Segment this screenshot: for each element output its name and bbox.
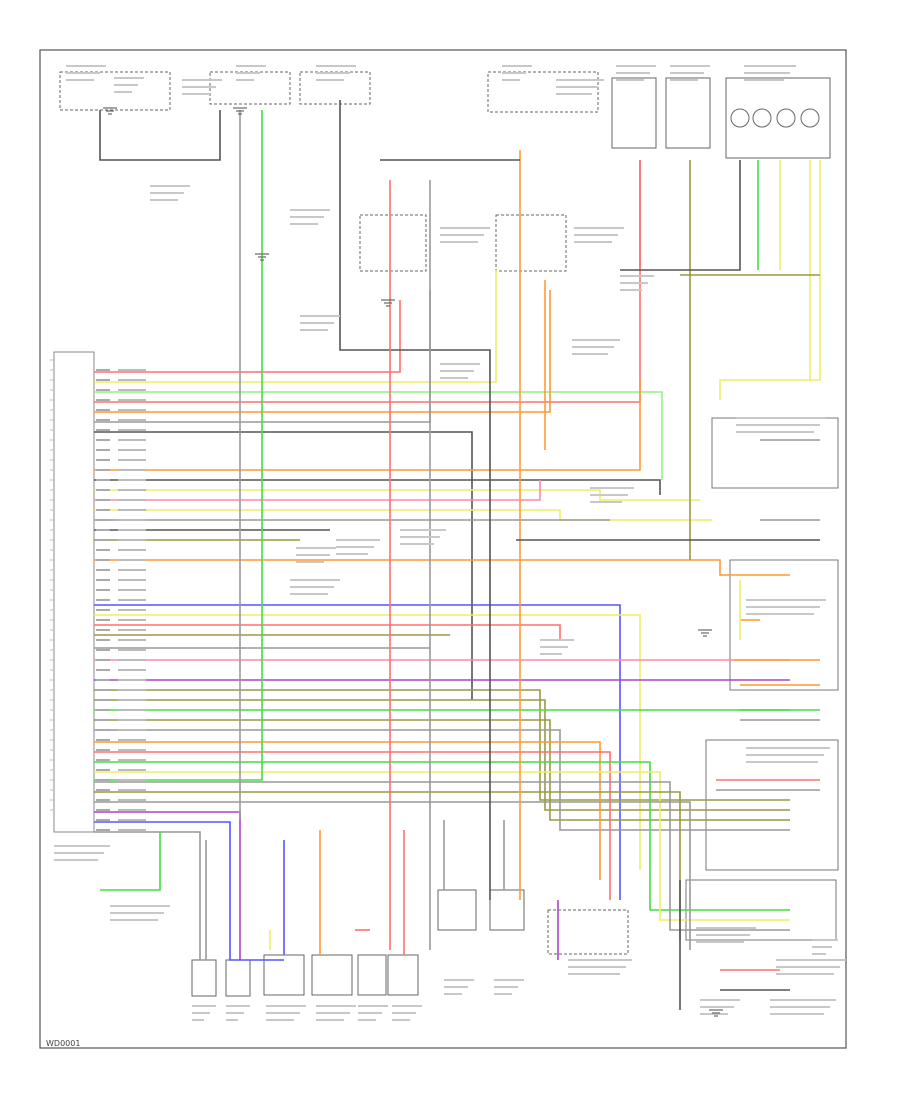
relay-box-1 bbox=[611, 77, 657, 149]
connector-bottom-6 bbox=[387, 954, 419, 996]
footer-code: WD0001 bbox=[46, 1039, 80, 1048]
wire-green-30 bbox=[94, 761, 790, 911]
sensor-box-right-3 bbox=[705, 739, 839, 871]
connector-bottom-5 bbox=[357, 954, 387, 996]
wire-black-8 bbox=[94, 479, 661, 495]
wire-green-38 bbox=[94, 110, 263, 781]
wire-gray-34 bbox=[94, 801, 691, 950]
wire-gray-27 bbox=[94, 729, 790, 831]
wire-orange-4 bbox=[94, 290, 551, 413]
wire-yellow-17 bbox=[94, 614, 641, 870]
wire-olive-24 bbox=[94, 699, 790, 811]
ground-symbols bbox=[103, 107, 723, 1017]
wire-violet-35 bbox=[94, 811, 241, 960]
wire-red-29 bbox=[94, 751, 611, 900]
control-module-box bbox=[53, 351, 95, 833]
fuse-box-right bbox=[487, 71, 599, 113]
wire-olive-23 bbox=[94, 689, 790, 801]
transmission-connector-3 bbox=[547, 909, 629, 955]
hot-at-all-times-box bbox=[59, 71, 171, 111]
wire-gray-32 bbox=[94, 781, 790, 931]
label-blocks bbox=[54, 65, 846, 1021]
wire-red-18 bbox=[94, 624, 561, 640]
wire-blue-36 bbox=[94, 821, 284, 961]
connector-bottom-4 bbox=[311, 954, 353, 996]
connector-bottom-1 bbox=[191, 959, 217, 997]
diagram-border bbox=[39, 49, 847, 1049]
hot-at-all-times-box-2 bbox=[299, 71, 371, 105]
wire-pink-10 bbox=[94, 480, 541, 501]
wire-black-40 bbox=[339, 100, 491, 900]
connector-bottom-2 bbox=[225, 959, 251, 997]
wire-black-54 bbox=[99, 110, 221, 161]
wire-lightgreen-2 bbox=[94, 391, 663, 480]
wire-yellow-11 bbox=[94, 509, 712, 521]
hot-in-run-box bbox=[209, 71, 291, 105]
wire-olive-26 bbox=[94, 719, 790, 821]
transmission-connector-1 bbox=[437, 889, 477, 931]
wire-olive-33 bbox=[94, 791, 681, 940]
sensor-box-right-2 bbox=[729, 559, 839, 691]
wires-layer bbox=[94, 100, 821, 1010]
wire-gray-37 bbox=[94, 831, 201, 960]
switch-box-2 bbox=[495, 214, 567, 272]
wire-orange-15 bbox=[94, 559, 790, 576]
wire-green-53 bbox=[100, 832, 161, 891]
transmission-connector-2 bbox=[489, 889, 525, 931]
wire-black-47 bbox=[620, 160, 741, 271]
top-components bbox=[53, 71, 839, 997]
wire-yellow-50 bbox=[719, 160, 821, 400]
wire-red-0 bbox=[94, 300, 401, 373]
pin-labels bbox=[50, 359, 146, 831]
wire-black-6 bbox=[94, 431, 473, 700]
connector-bottom-3 bbox=[263, 954, 305, 996]
switch-box-1 bbox=[359, 214, 427, 272]
combination-meter-box bbox=[725, 77, 831, 159]
wire-yellow-1 bbox=[94, 270, 497, 383]
relay-box-2 bbox=[665, 77, 711, 149]
wire-red-3 bbox=[94, 160, 641, 403]
wire-orange-7 bbox=[94, 380, 641, 471]
meter-lamps bbox=[730, 108, 820, 128]
wire-yellow-31 bbox=[94, 771, 790, 921]
sensor-box-right-1 bbox=[711, 417, 839, 489]
